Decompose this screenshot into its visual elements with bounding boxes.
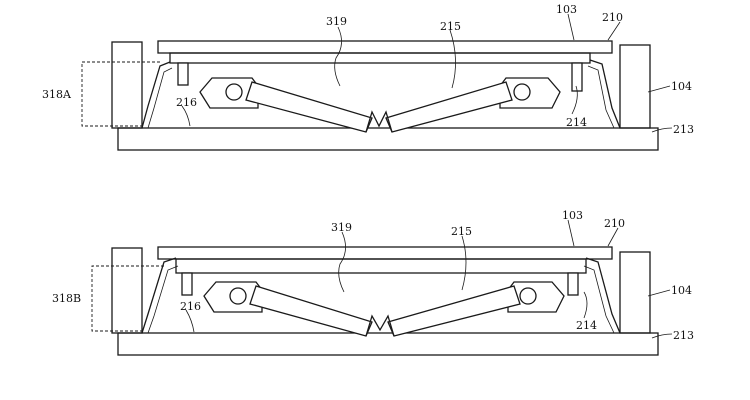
- pivot-pin-right-top: [513, 83, 531, 101]
- label-cavity-top: 319: [326, 15, 347, 28]
- label-membrane-right-bottom: 214: [576, 319, 597, 332]
- membrane-right-top-inner: [587, 65, 615, 129]
- label-housing-top: 104: [671, 80, 692, 93]
- substrate-bottom: [117, 332, 659, 356]
- leader-213-top: [651, 127, 673, 133]
- leader-319-bottom: [338, 231, 346, 293]
- label-travel-top: 318A: [42, 88, 72, 101]
- membrane-right-bottom-inner: [583, 265, 615, 334]
- leader-214-bottom: [583, 291, 588, 319]
- housing-right-bottom: [619, 251, 651, 334]
- wing-left-top: [245, 81, 373, 133]
- leader-216-top: [181, 105, 191, 127]
- hinge-bottom: [365, 314, 395, 337]
- label-mechanism-bottom: 215: [451, 225, 472, 238]
- leader-216-bottom: [185, 309, 195, 333]
- substrate-top: [117, 127, 659, 151]
- label-membrane-left-top: 216: [176, 96, 197, 109]
- label-membrane-right-top: 214: [566, 116, 587, 129]
- housing-left-top: [111, 41, 143, 129]
- label-gap-top: 210: [602, 11, 623, 24]
- leader-215-top: [449, 29, 456, 89]
- keycap-post-right-bottom: [567, 272, 579, 296]
- figure-top: 103 210 104 213 214 215 216 319 318A: [42, 3, 694, 151]
- leader-103-bottom: [567, 219, 575, 247]
- leader-104-top: [647, 85, 671, 93]
- leader-104-bottom: [647, 289, 671, 297]
- leader-213-bottom: [651, 333, 673, 339]
- pivot-pin-left-top: [225, 83, 243, 101]
- membrane-left-top: [141, 61, 171, 129]
- keycap-plate-top: [169, 52, 591, 64]
- keycap-post-left-top: [177, 62, 189, 86]
- wing-right-bottom: [387, 285, 521, 337]
- wing-left-bottom: [249, 285, 373, 337]
- label-substrate-top: 213: [673, 123, 694, 136]
- label-mechanism-top: 215: [440, 20, 461, 33]
- keycap-post-right-top: [571, 62, 583, 92]
- leader-214-top: [571, 85, 578, 115]
- label-keycap-bottom: 103: [562, 209, 583, 222]
- membrane-right-bottom: [585, 257, 621, 334]
- membrane-right-top: [589, 59, 621, 129]
- membrane-left-top-inner: [147, 67, 173, 129]
- label-cavity-bottom: 319: [331, 221, 352, 234]
- pivot-pin-left-bottom: [229, 287, 247, 305]
- leader-210-bottom: [607, 227, 619, 247]
- label-travel-bottom: 318B: [52, 292, 81, 305]
- wing-right-top: [385, 81, 513, 133]
- housing-left-bottom: [111, 247, 143, 334]
- membrane-left-bottom-inner: [147, 265, 179, 334]
- pivot-pin-right-bottom: [519, 287, 537, 305]
- keycap-plate-bottom: [175, 258, 587, 274]
- keycap-bottom: [157, 246, 613, 260]
- leader-103-top: [567, 13, 575, 41]
- figure-bottom: 103 210 104 213 214 215 216 319 318B: [52, 209, 694, 356]
- membrane-left-bottom: [141, 257, 177, 334]
- label-membrane-left-bottom: 216: [180, 300, 201, 313]
- label-substrate-bottom: 213: [673, 329, 694, 342]
- keycap-top: [157, 40, 613, 54]
- leader-319-top: [334, 26, 342, 87]
- housing-right-top: [619, 44, 651, 129]
- label-gap-bottom: 210: [604, 217, 625, 230]
- label-keycap-top: 103: [556, 3, 577, 16]
- leader-210-top: [607, 21, 621, 41]
- bracket-top: [81, 61, 160, 127]
- bracket-bottom: [91, 265, 164, 332]
- leader-215-bottom: [461, 235, 467, 291]
- label-housing-bottom: 104: [671, 284, 692, 297]
- keycap-post-left-bottom: [181, 272, 193, 296]
- hinge-top: [365, 110, 393, 133]
